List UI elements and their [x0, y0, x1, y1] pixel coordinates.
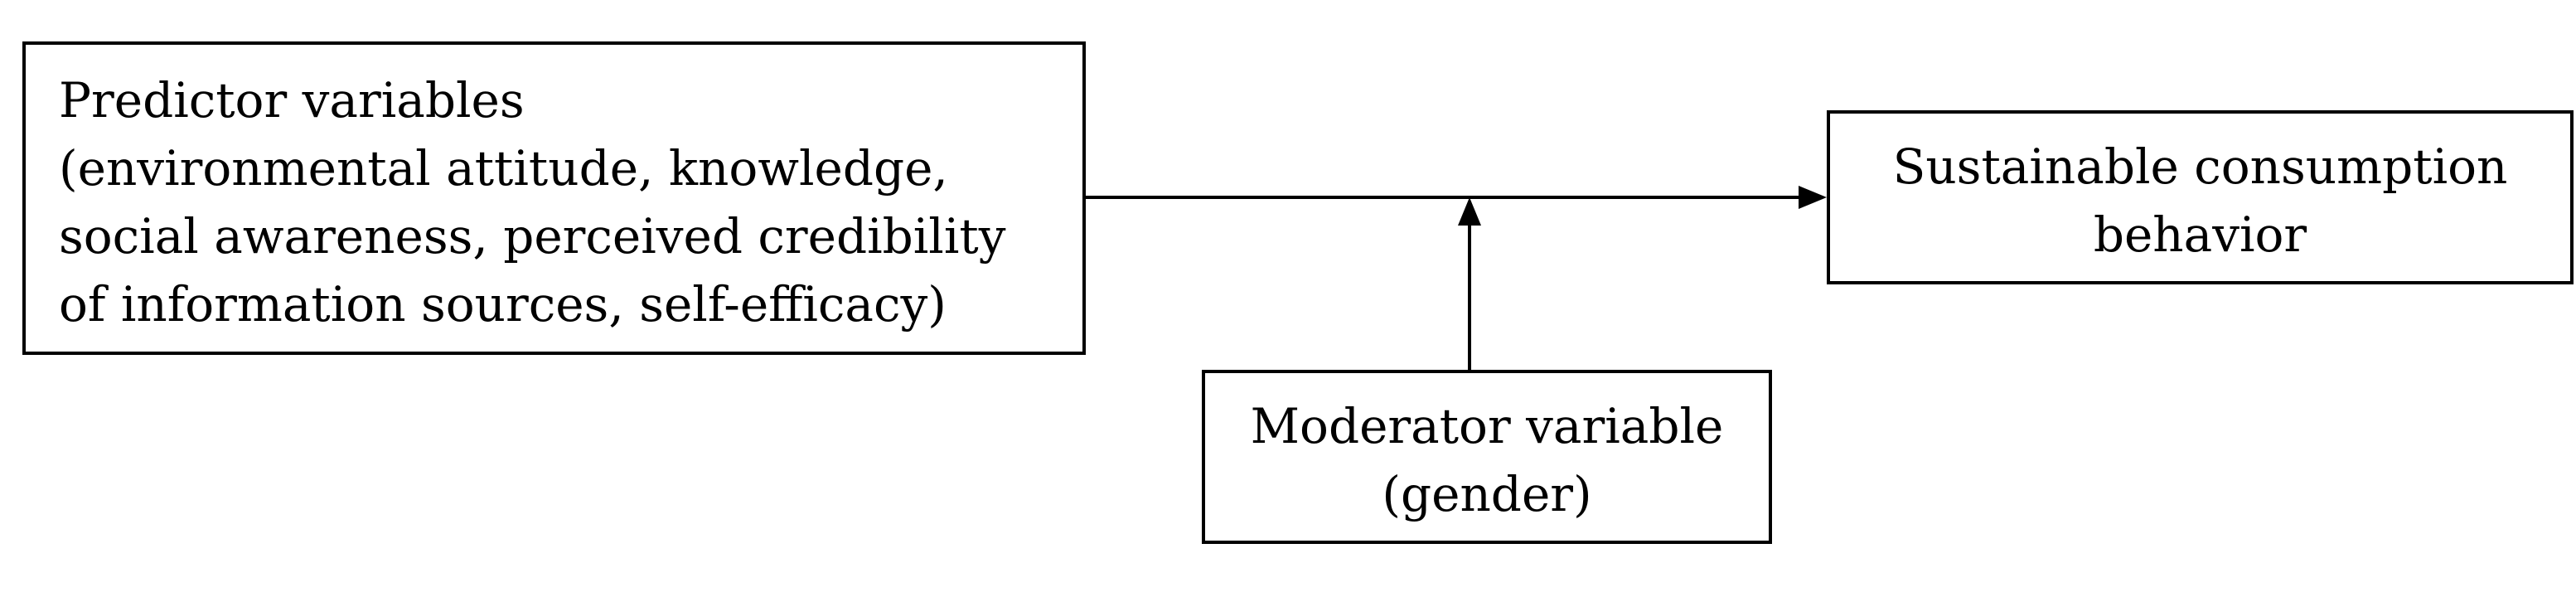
predictor-label-line-1: Predictor variables — [59, 72, 525, 129]
moderator-label-line-1: Moderator variable — [1250, 398, 1724, 454]
predictor-label-line-3: social awareness, perceived credibility — [59, 208, 1006, 265]
outcome-label-line-1: Sustainable consumption — [1892, 138, 2508, 195]
predictor-label-line-4: of information sources, self-efficacy) — [59, 276, 947, 332]
moderator-label-line-2: (gender) — [1382, 466, 1592, 522]
predictor-variables-box: Predictor variables (environmental attit… — [22, 41, 1086, 355]
outcome-arrowhead-icon — [1799, 186, 1827, 209]
outcome-behavior-box: Sustainable consumption behavior — [1827, 110, 2574, 284]
predictor-label-line-2: (environmental attitude, knowledge, — [59, 140, 948, 197]
moderator-variable-box: Moderator variable (gender) — [1202, 370, 1772, 544]
moderator-arrowhead-icon — [1458, 197, 1481, 226]
outcome-label-line-2: behavior — [2093, 206, 2307, 263]
